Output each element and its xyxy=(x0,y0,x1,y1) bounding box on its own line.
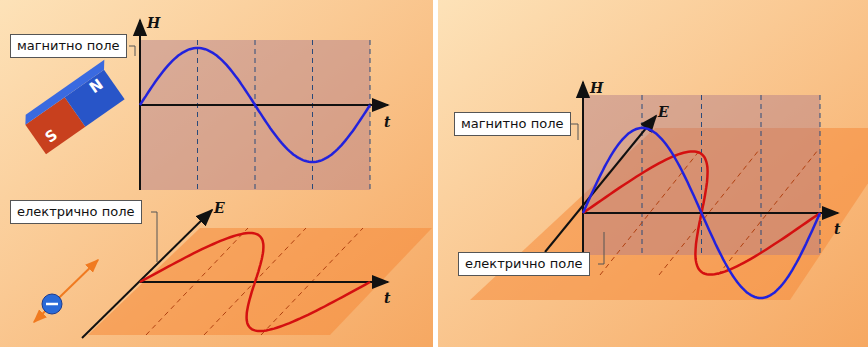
axis-label: H xyxy=(147,15,160,31)
leader-line xyxy=(129,46,135,56)
axis xyxy=(582,82,584,255)
panel-ground xyxy=(0,0,433,347)
magnet-symbol xyxy=(21,60,130,155)
axis xyxy=(545,116,656,252)
oscillation-arrow xyxy=(34,260,98,322)
leader-line xyxy=(571,124,578,140)
magnetic-wave xyxy=(140,48,370,162)
axis-label: t xyxy=(384,290,390,306)
plot-area xyxy=(583,95,820,255)
leader-line xyxy=(598,232,604,264)
axis-label: t xyxy=(384,114,390,130)
axis xyxy=(583,212,838,214)
electric-wave xyxy=(140,233,370,331)
axis-label: E xyxy=(214,200,225,216)
leader-line xyxy=(151,212,157,262)
callout-text: магнитно поле xyxy=(461,116,564,132)
magnetic-wave xyxy=(583,128,820,298)
axis xyxy=(140,281,388,283)
plot-area xyxy=(140,40,370,190)
axis-label: t xyxy=(834,221,840,237)
callout-box: магнитно поле xyxy=(454,112,571,136)
callout-box: магнитно поле xyxy=(10,34,127,58)
callout-text: магнитно поле xyxy=(17,38,120,54)
axis xyxy=(140,104,388,106)
axis xyxy=(82,210,212,338)
axis-label: H xyxy=(590,80,603,96)
callout-box: електрично поле xyxy=(10,200,142,224)
callout-box: електрично поле xyxy=(458,252,590,276)
electron-symbol xyxy=(42,294,62,314)
callout-text: електрично поле xyxy=(465,256,583,272)
electron-symbol xyxy=(46,303,58,306)
axis-label: E xyxy=(658,104,669,120)
callout-text: електрично поле xyxy=(17,204,135,220)
